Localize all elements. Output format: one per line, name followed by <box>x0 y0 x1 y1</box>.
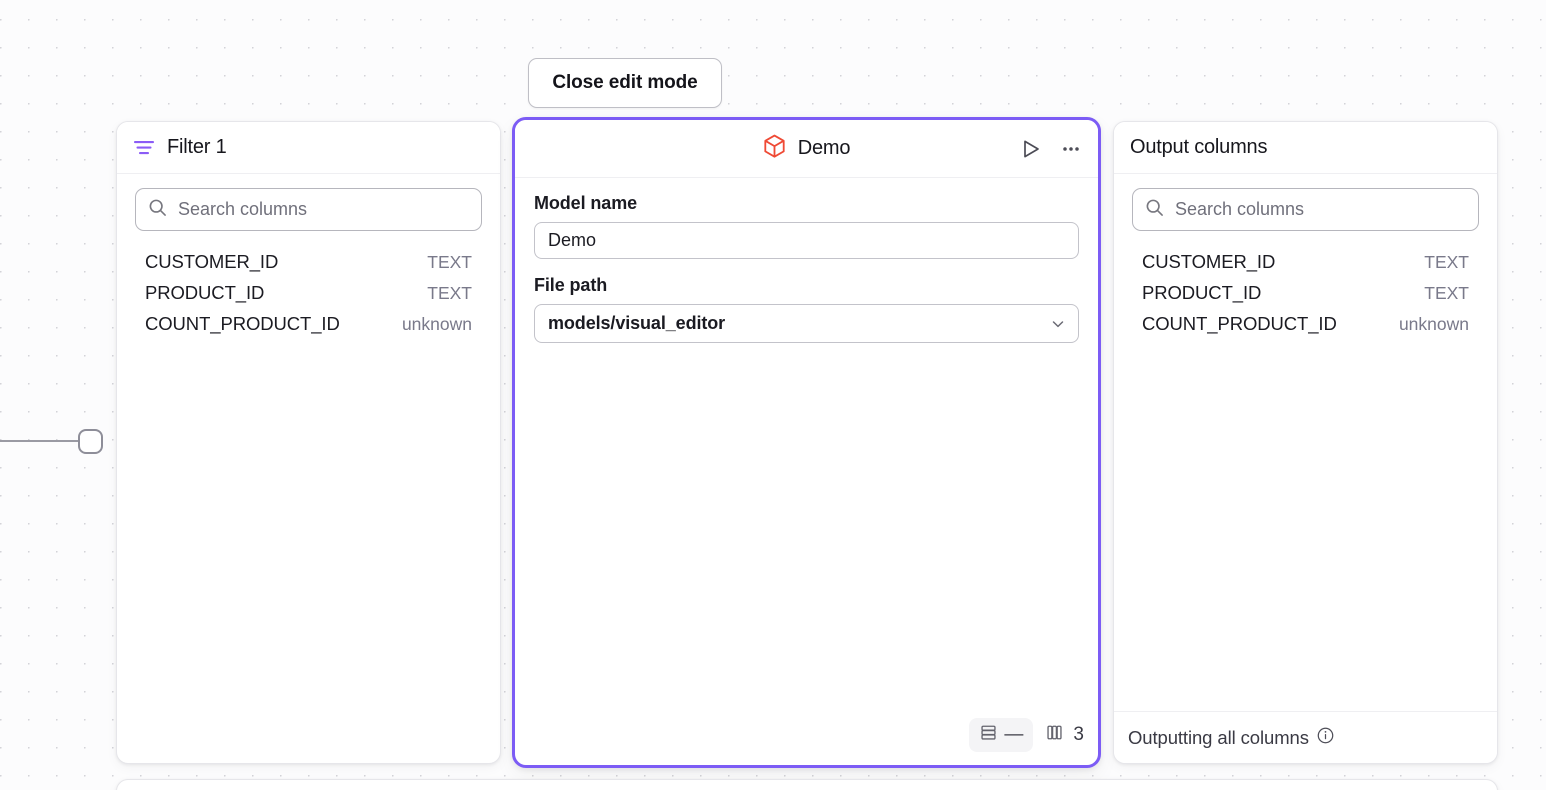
file-path-value: models/visual_editor <box>548 313 726 333</box>
info-icon[interactable] <box>1316 726 1335 750</box>
row-count-value: — <box>1004 724 1024 745</box>
filter-icon <box>133 139 155 157</box>
filter-panel-header: Filter 1 <box>117 122 500 174</box>
column-name: CUSTOMER_ID <box>1142 251 1276 272</box>
output-search-input[interactable] <box>1175 199 1466 220</box>
close-edit-mode-button[interactable]: Close edit mode <box>528 58 722 108</box>
column-type: unknown <box>1398 314 1469 334</box>
list-item[interactable]: PRODUCT_ID TEXT <box>1132 278 1479 309</box>
filter-panel[interactable]: Filter 1 CUSTOMER_ID TEXT PR <box>116 121 501 764</box>
filter-panel-title: Filter 1 <box>167 136 227 158</box>
rows-icon <box>979 723 998 747</box>
column-name: CUSTOMER_ID <box>145 251 279 272</box>
connector-handle[interactable] <box>78 429 103 454</box>
output-panel-title: Output columns <box>1130 136 1268 158</box>
model-stats-toolbar: — 3 <box>969 718 1084 752</box>
column-count-group[interactable]: 3 <box>1045 723 1084 747</box>
column-type: TEXT <box>427 283 472 303</box>
filter-panel-body: CUSTOMER_ID TEXT PRODUCT_ID TEXT COUNT_P… <box>117 174 500 340</box>
list-item[interactable]: CUSTOMER_ID TEXT <box>1132 247 1479 278</box>
output-search-box[interactable] <box>1132 188 1479 231</box>
file-path-label: File path <box>534 275 608 295</box>
filter-column-list: CUSTOMER_ID TEXT PRODUCT_ID TEXT COUNT_P… <box>135 247 482 340</box>
file-path-select[interactable]: models/visual_editor <box>534 304 1079 343</box>
output-column-list: CUSTOMER_ID TEXT PRODUCT_ID TEXT COUNT_P… <box>1132 247 1479 340</box>
output-panel-footer: Outputting all columns <box>1114 711 1497 763</box>
more-options-icon[interactable] <box>1058 136 1084 162</box>
column-name: COUNT_PRODUCT_ID <box>1142 313 1337 334</box>
model-name-input[interactable] <box>534 222 1079 259</box>
cube-icon <box>763 134 786 164</box>
column-name: PRODUCT_ID <box>145 282 265 303</box>
column-count-value: 3 <box>1073 724 1084 745</box>
model-panel-header: Demo <box>515 120 1098 178</box>
column-type: unknown <box>401 314 472 334</box>
search-icon <box>148 198 167 222</box>
bottom-partial-panel[interactable] <box>116 779 1498 790</box>
column-name: COUNT_PRODUCT_ID <box>145 313 340 334</box>
model-name-label: Model name <box>534 193 638 213</box>
list-item[interactable]: COUNT_PRODUCT_ID unknown <box>135 309 482 340</box>
filter-search-input[interactable] <box>178 199 469 220</box>
list-item[interactable]: PRODUCT_ID TEXT <box>135 278 482 309</box>
model-panel-body: Model name File path models/visual_edito… <box>515 178 1098 765</box>
list-item[interactable]: CUSTOMER_ID TEXT <box>135 247 482 278</box>
outputting-status-text: Outputting all columns <box>1128 726 1309 748</box>
column-type: TEXT <box>1424 252 1469 272</box>
search-icon <box>1145 198 1164 222</box>
output-panel[interactable]: Output columns CUSTOMER_ID TEXT PRO <box>1113 121 1498 764</box>
column-name: PRODUCT_ID <box>1142 282 1262 303</box>
list-item[interactable]: COUNT_PRODUCT_ID unknown <box>1132 309 1479 340</box>
row-count-group[interactable]: — <box>969 718 1034 752</box>
column-type: TEXT <box>427 252 472 272</box>
model-panel[interactable]: Demo Model name <box>512 117 1101 768</box>
connector-edge <box>0 440 82 442</box>
filter-search-box[interactable] <box>135 188 482 231</box>
run-icon[interactable] <box>1018 136 1044 162</box>
output-panel-body: CUSTOMER_ID TEXT PRODUCT_ID TEXT COUNT_P… <box>1114 174 1497 340</box>
chevron-down-icon <box>1050 316 1066 332</box>
columns-icon <box>1045 723 1064 747</box>
column-type: TEXT <box>1424 283 1469 303</box>
output-panel-header: Output columns <box>1114 122 1497 174</box>
model-panel-title: Demo <box>797 137 851 159</box>
